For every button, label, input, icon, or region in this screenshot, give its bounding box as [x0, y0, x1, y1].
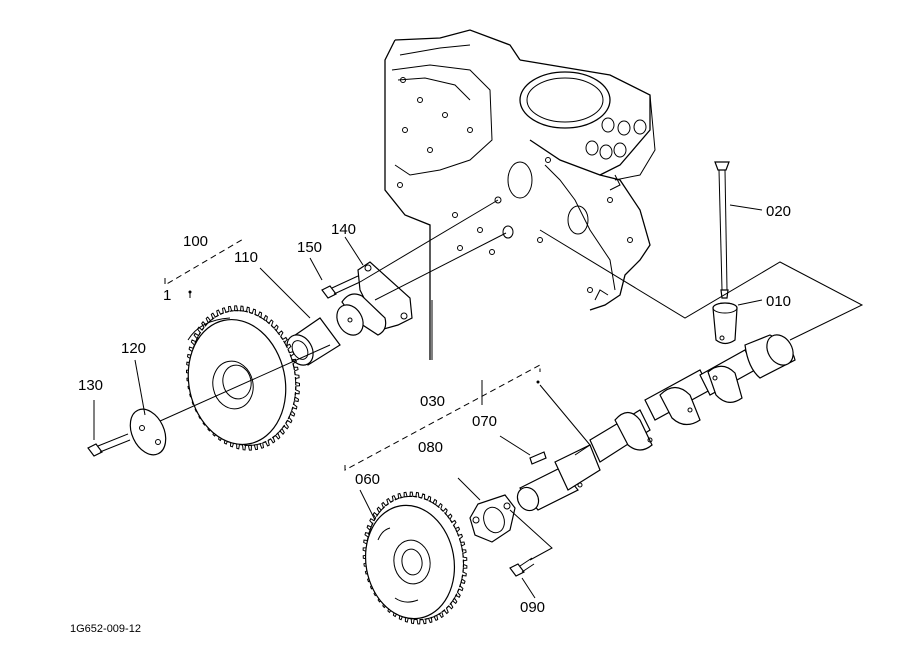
callout-100: 100 — [183, 233, 208, 250]
callout-150: 150 — [297, 239, 322, 256]
callout-090: 090 — [520, 599, 545, 616]
cam-gear — [359, 489, 468, 625]
callout-1: 1 — [163, 287, 171, 304]
camshaft-bearing-holder — [336, 199, 507, 336]
bushing — [259, 267, 341, 366]
callout-080: 080 — [418, 439, 443, 456]
callout-110: 110 — [234, 249, 258, 266]
callout-120: 120 — [121, 340, 146, 357]
camshaft-thrust-plate — [457, 477, 553, 561]
thrust-plate — [129, 359, 167, 456]
bolt-150 — [309, 257, 361, 299]
tappet-group-bracket — [539, 229, 864, 341]
callout-020: 020 — [766, 203, 791, 220]
camshaft-group-bracket — [344, 300, 541, 471]
callout-130: 130 — [78, 377, 103, 394]
callout-labels: 020 010 030 060 070 080 090 100 110 120 … — [78, 203, 791, 616]
bolt-090 — [509, 557, 536, 599]
camshaft — [516, 334, 796, 512]
callout-060: 060 — [355, 471, 380, 488]
engine-block — [384, 29, 656, 360]
reference-code: 1G652-009-12 — [70, 623, 141, 635]
callout-070: 070 — [472, 413, 497, 430]
callout-030: 030 — [420, 393, 445, 410]
idle-gear-axis — [139, 344, 331, 431]
push-rod — [714, 161, 763, 299]
feather-key — [499, 435, 547, 465]
callout-140: 140 — [331, 221, 356, 238]
callout-010: 010 — [766, 293, 791, 310]
idle-gear — [186, 305, 300, 451]
tappet — [712, 299, 763, 345]
idle-gear-group-bracket — [164, 237, 246, 298]
bolt-130 — [87, 400, 131, 457]
